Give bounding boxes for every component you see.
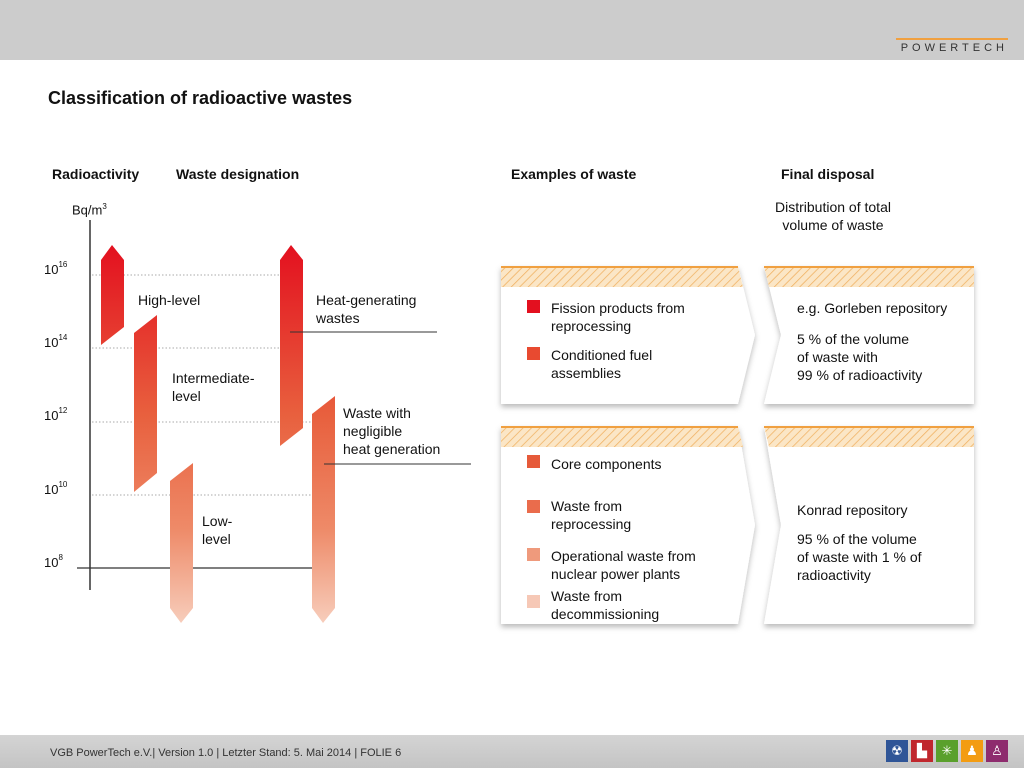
legend-square-operational [527, 548, 540, 561]
header-bar: POWERTECH [0, 0, 1024, 60]
column-heading-designation: Waste designation [176, 166, 300, 182]
footer-bar: VGB PowerTech e.V.| Version 1.0 | Letzte… [0, 735, 1024, 768]
repository-konrad: Konrad repository [797, 502, 908, 518]
label-high-level: High-level [138, 292, 201, 308]
footer-text: VGB PowerTech e.V.| Version 1.0 | Letzte… [50, 747, 402, 759]
card-negligible-disposal-shape [764, 426, 974, 624]
column-heading-examples: Examples of waste [511, 166, 637, 182]
card-heat-examples-shape [501, 266, 755, 404]
label-low-level: Low-level [202, 513, 233, 547]
legend-square-core [527, 455, 540, 468]
column-heading-radioactivity: Radioactivity [52, 166, 140, 182]
bar-intermediate-level [134, 315, 157, 492]
legend-square-decommissioning [527, 595, 540, 608]
tick-10e10: 1010 [44, 480, 68, 497]
column-heading-final-disposal: Final disposal [781, 166, 875, 182]
person-desk-icon: ♙ [986, 740, 1008, 762]
brand-logo: POWERTECH [900, 42, 1008, 54]
coal-plant-icon: ▙ [911, 740, 933, 762]
bar-low-level [170, 463, 193, 623]
axis-unit: Bq/m3 [72, 202, 107, 218]
wind-solar-icon: ✳ [936, 740, 958, 762]
bar-negligible-heat [312, 396, 335, 623]
legend-square-fuel [527, 347, 540, 360]
bar-high-level [101, 245, 124, 345]
gridlines [92, 274, 330, 496]
tick-10e12: 1012 [44, 406, 68, 423]
bar-heat-generating [280, 245, 303, 446]
brand-accent-line [896, 38, 1008, 40]
page-title: Classification of radioactive wastes [48, 88, 353, 108]
label-intermediate-level: Intermediate-level [172, 370, 255, 404]
footer-icons: ☢ ▙ ✳ ♟ ♙ [886, 740, 1008, 762]
card-negligible-examples-shape [501, 426, 755, 624]
example-core-components: Core components [551, 456, 662, 472]
legend-square-reprocessing [527, 500, 540, 513]
tick-10e8: 108 [44, 553, 63, 570]
nuclear-plant-icon: ☢ [886, 740, 908, 762]
worker-icon: ♟ [961, 740, 983, 762]
tick-10e16: 1016 [44, 260, 68, 277]
card-heat-disposal-shape [764, 266, 974, 404]
repository-gorleben: e.g. Gorleben repository [797, 300, 948, 316]
legend-square-fission [527, 300, 540, 313]
tick-10e14: 1014 [44, 333, 68, 350]
